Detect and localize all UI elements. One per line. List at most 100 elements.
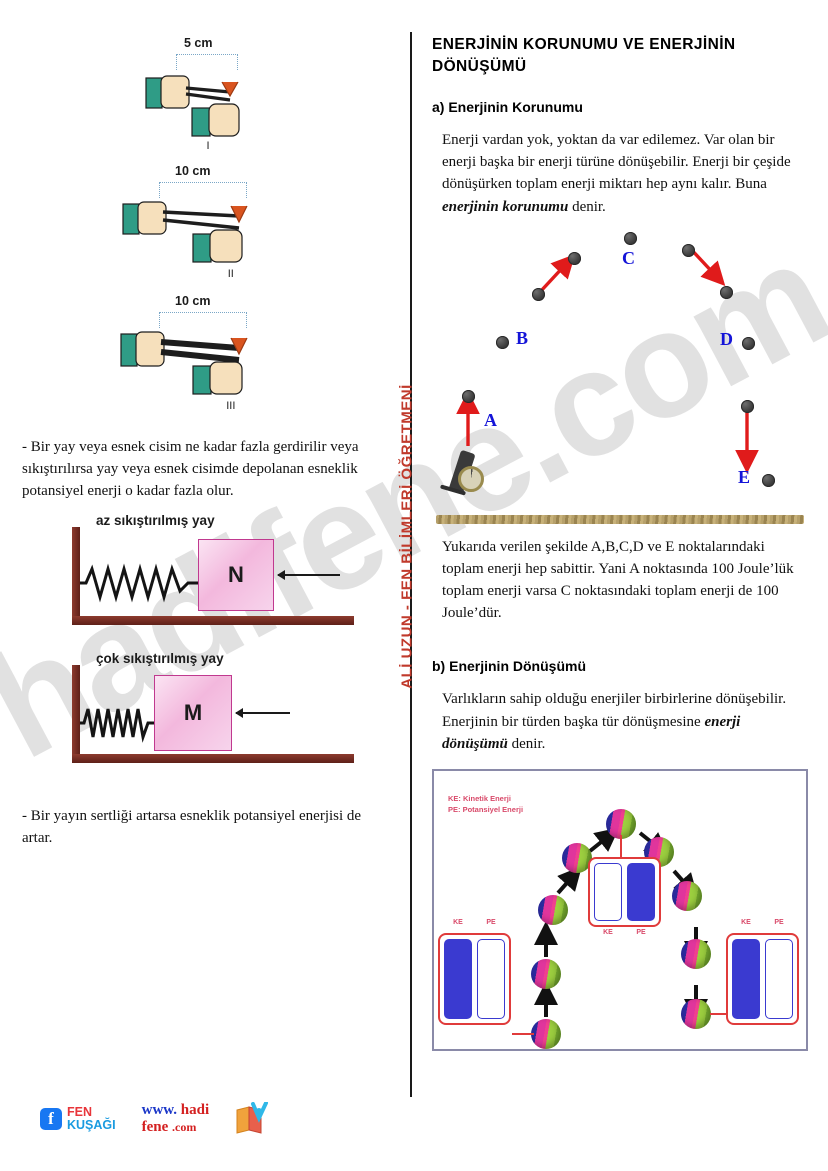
energy-box-top [588,857,661,927]
energy-caption-ke-right: KE [741,919,751,926]
book-logo-icon [235,1101,269,1136]
section-a-paragraph-after: Yukarıda verilen şekilde A,B,C,D ve E no… [442,538,794,622]
section-b-heading: b) Enerjinin Dönüşümü [432,658,586,675]
trajectory-ball-b [496,335,509,349]
fen-kusagi-line1: FEN [67,1104,92,1119]
energy-caption-pe-right: PE [774,919,784,926]
section-a-paragraph-lead: Enerji vardan yok, yoktan da var edileme… [442,131,791,193]
trajectory-ball-ascend-2 [568,251,581,265]
trajectory-ball-ascend-1 [532,287,545,301]
trajectory-ball-descend-1 [682,243,695,257]
trajectory-label-e: E [738,466,751,487]
facebook-badge[interactable]: f FEN KUŞAĞI [40,1104,116,1132]
slingshot-dimension-2: 10 cm [175,164,211,178]
energy-bar-pe-top [627,863,655,921]
energy-box-left [438,933,511,1025]
energy-box-caption-left: KE PE [440,919,509,926]
spring-label-1: az sıkıştırılmış yay [96,512,215,528]
energy-caption-ke-left: KE [453,919,463,926]
energy-legend-ke: KE: Kinetik Enerji [448,794,511,803]
slingshot-roman-2: II [227,268,234,280]
site-url-www: www. [141,1102,178,1119]
section-b-paragraph-tail: denir. [507,735,546,752]
section-b-paragraph-lead: Varlıkların sahip olduğu enerjiler birbi… [442,691,787,730]
slingshot-figure-2: 10 cm II [22,160,394,290]
spring-floor-1 [72,615,354,625]
section-a-paragraph-tail: denir. [568,198,606,215]
trajectory-ball-e [762,473,775,487]
energy-box-right [726,933,799,1025]
section-b-paragraph-emphasis: enerji dönüşümü [442,713,741,752]
trajectory-ball-descend-2 [720,285,733,299]
energy-connector-top [620,835,622,857]
trajectory-label-d: D [720,328,733,349]
author-strip: ALİ UZUN - FEN BİLİMLERİ ÖĞRETMENİ [392,368,422,704]
spring-wall-2 [72,664,80,755]
spring-coil-1 [80,563,198,603]
energy-ball-6 [672,881,702,911]
cannon-wheel [458,465,484,492]
trajectory-ball-e-upper [741,399,754,413]
trajectory-ball-d [742,336,755,350]
trajectory-label-b: B [516,327,529,348]
spring-block-label-2: M [183,699,203,725]
page-footer: f FEN KUŞAĞI www. hadi fene .com [40,1093,380,1145]
energy-transformation-diagram: KE: Kinetik Enerji PE: Potansiyel Enerji [432,769,808,1051]
energy-ball-2 [531,959,561,989]
section-a-heading: a) Enerjinin Korunumu [432,98,583,115]
energy-ball-4 [562,843,592,873]
slingshot-roman-3: III [226,400,236,412]
left-column: 5 cm I 10 cm [22,30,394,855]
site-url-hadi: hadi [180,1102,210,1119]
spring-floor-2 [72,753,354,763]
slingshot-dimension-3: 10 cm [175,294,211,308]
energy-ball-1 [531,1019,561,1049]
energy-ball-7 [681,939,711,969]
projectile-trajectory-diagram: A B C D E [432,224,808,524]
site-url[interactable]: www. hadi fene .com [142,1102,210,1136]
energy-connector-right [710,1013,728,1015]
spring-force-arrow-2 [235,707,290,718]
trajectory-label-c: C [622,247,635,268]
spring-label-2: çok sıkıştırılmış yay [96,650,224,666]
slingshot-roman-1: I [206,140,210,152]
spring-coil-2 [80,708,154,743]
energy-bar-pe-left [477,939,505,1019]
trajectory-ball-a [462,389,475,403]
slingshot-art-1 [145,75,240,137]
energy-legend: KE: Kinetik Enerji PE: Potansiyel Enerji [448,793,523,816]
facebook-icon[interactable]: f [40,1108,62,1130]
energy-bar-pe-right [765,939,793,1019]
site-url-com: .com [172,1120,197,1134]
column-divider [410,32,412,1097]
section-a-paragraph: Enerji vardan yok, yoktan da var edileme… [432,129,808,218]
section-b-paragraph: Varlıkların sahip olduğu enerjiler birbi… [432,688,808,755]
spring-block-2: M [154,674,232,751]
energy-box-caption-right: KE PE [728,919,797,926]
site-url-fene: fene [141,1119,169,1135]
energy-bar-ke-top [594,863,622,921]
spring-block-label-1: N [228,561,244,587]
slingshot-figure-1: 5 cm I [22,30,394,160]
energy-box-caption-top: KE PE [590,929,659,936]
fen-kusagi-brand: FEN KUŞAĞI [67,1104,116,1132]
trajectory-ball-c [624,231,637,245]
spring-wall-1 [72,526,80,617]
spring-figure-low-compression: az sıkıştırılmış yay N [50,511,370,631]
energy-connector-left [512,1033,534,1035]
author-strip-label: ALİ UZUN - FEN BİLİMLERİ ÖĞRETMENİ [398,383,416,689]
spring-block-1: N [198,538,274,611]
energy-ball-apex [606,809,636,839]
energy-legend-pe: PE: Potansiyel Enerji [448,805,524,815]
energy-caption-pe-left: PE [486,919,496,926]
spring-force-arrow-1 [277,569,340,580]
page-title: ENERJİNİN KORUNUMU VE ENERJİNİN DÖNÜŞÜMÜ [432,36,736,76]
slingshot-dimension-1: 5 cm [184,36,213,50]
section-a-paragraph-emphasis: enerjinin korunumu [442,198,569,215]
energy-ball-8 [681,999,711,1029]
energy-bar-ke-right [732,939,760,1019]
slingshot-figure-3: 10 cm III [22,290,394,422]
energy-caption-pe-top: PE [636,929,646,936]
energy-ball-3 [538,895,568,925]
